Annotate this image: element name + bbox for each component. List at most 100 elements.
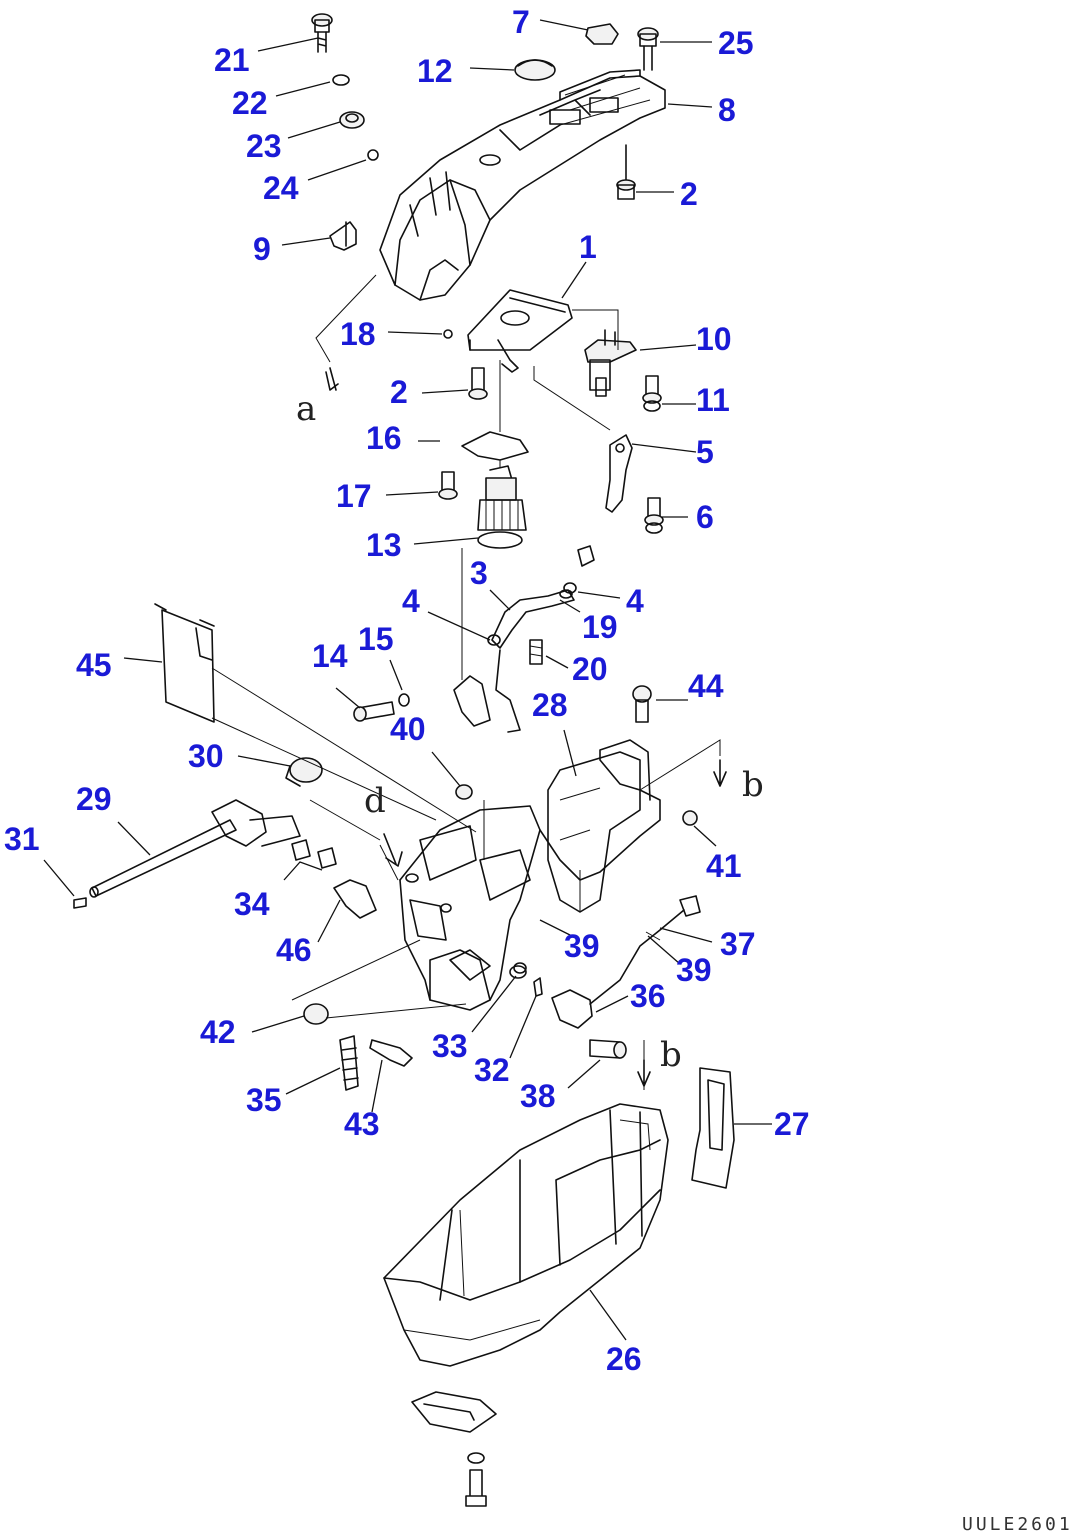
callout-2-upper: 2 [680, 176, 698, 212]
view-letter-b-upper: b [742, 765, 764, 805]
callout-12: 12 [417, 53, 453, 89]
part-grommet-23 [339, 111, 365, 129]
callout-5: 5 [696, 434, 714, 470]
callout-25: 25 [718, 25, 754, 61]
part-pivot-42 [303, 1003, 329, 1025]
callout-8: 8 [718, 92, 736, 128]
callout-23: 23 [246, 128, 282, 164]
callout-34: 34 [234, 886, 270, 922]
part-bracket-9 [329, 221, 357, 251]
part-shaft-29 [89, 799, 301, 898]
callout-9: 9 [253, 231, 271, 267]
part-bolt-11 [642, 375, 662, 412]
callout-21: 21 [214, 42, 250, 78]
part-bracket-16 [461, 431, 529, 461]
part-bracket-5 [605, 434, 633, 513]
part-lever-bracket [453, 675, 491, 727]
part-bottom-bracket [411, 1391, 497, 1507]
part-pin-32 [533, 977, 543, 997]
callout-numbers: 21 22 23 24 9 7 12 25 8 2 1 18 2 10 11 1… [4, 4, 810, 1377]
part-bolt-25 [637, 27, 659, 71]
callout-43: 43 [344, 1106, 380, 1142]
part-cap-7 [585, 23, 619, 45]
callout-26: 26 [606, 1341, 642, 1377]
part-bolt-38 [589, 1039, 627, 1059]
drawing-code: UULE2601 [962, 1514, 1073, 1535]
callout-13: 13 [366, 527, 402, 563]
callout-20: 20 [572, 651, 608, 687]
callout-1: 1 [579, 229, 597, 265]
part-knob-30 [285, 757, 323, 787]
callout-3: 3 [470, 555, 488, 591]
part-harness-37 [589, 895, 701, 1005]
part-screw-21 [311, 13, 333, 53]
callout-16: 16 [366, 420, 402, 456]
part-drawings [73, 13, 735, 1507]
callout-30: 30 [188, 738, 224, 774]
part-washer-22 [332, 74, 350, 86]
part-bush-34 [291, 839, 337, 869]
callout-39-center: 39 [564, 928, 600, 964]
view-letter-b-lower: b [660, 1035, 682, 1075]
part-screw-31 [73, 897, 87, 909]
callout-6: 6 [696, 499, 714, 535]
part-bolt-20 [529, 639, 543, 665]
part-bolt-6 [644, 497, 664, 534]
part-pin-33 [513, 962, 527, 974]
callout-38: 38 [520, 1078, 556, 1114]
part-cover-27 [691, 1067, 735, 1189]
view-letter-d: d [364, 781, 386, 821]
part-pin-18 [443, 329, 453, 339]
callout-35: 35 [246, 1082, 282, 1118]
part-link-43 [369, 1039, 413, 1067]
view-letter-a: a [296, 389, 316, 429]
callout-2-lower: 2 [390, 374, 408, 410]
part-nut-41 [682, 810, 698, 826]
part-nut-19 [563, 582, 577, 594]
part-switch-10 [584, 329, 637, 397]
part-pin-24 [367, 149, 379, 161]
callout-40: 40 [390, 711, 426, 747]
callout-10: 10 [696, 321, 732, 357]
part-knob-4 [577, 545, 595, 567]
part-main-frame [399, 739, 661, 1011]
part-washer-15 [398, 693, 410, 707]
part-rotary-unit-13 [477, 465, 527, 549]
callout-37: 37 [720, 926, 756, 962]
callout-4-right: 4 [626, 583, 644, 619]
part-link-3 [487, 589, 575, 733]
part-bolt-17 [438, 471, 458, 500]
part-link-46 [333, 879, 377, 919]
part-cap-12 [514, 59, 556, 81]
callout-33: 33 [432, 1028, 468, 1064]
part-plate-1 [467, 289, 573, 373]
callout-41: 41 [706, 848, 742, 884]
callout-18: 18 [340, 316, 376, 352]
part-console-cover-8 [379, 69, 666, 301]
callout-14: 14 [312, 638, 348, 674]
part-lower-housing-26 [383, 1103, 669, 1367]
part-bolt-44 [632, 685, 652, 723]
part-nut-40 [455, 784, 473, 800]
callout-45: 45 [76, 647, 112, 683]
view-letters: a b d b [296, 389, 764, 1075]
part-bolt-2-upper [616, 144, 636, 200]
leader-lines [43, 19, 772, 1341]
callout-11: 11 [696, 382, 730, 418]
callout-22: 22 [232, 85, 268, 121]
callout-7: 7 [512, 4, 530, 40]
callout-17: 17 [336, 478, 372, 514]
callout-15: 15 [358, 621, 394, 657]
callout-4-left: 4 [402, 583, 420, 619]
callout-27: 27 [774, 1106, 810, 1142]
callout-29: 29 [76, 781, 112, 817]
callout-36: 36 [630, 978, 666, 1014]
callout-39-right: 39 [676, 952, 712, 988]
callout-28: 28 [532, 687, 568, 723]
part-spring-35 [339, 1035, 359, 1091]
callout-24: 24 [263, 170, 299, 206]
callout-31: 31 [4, 821, 40, 857]
callout-44: 44 [688, 668, 724, 704]
part-bolt-14 [353, 701, 395, 722]
